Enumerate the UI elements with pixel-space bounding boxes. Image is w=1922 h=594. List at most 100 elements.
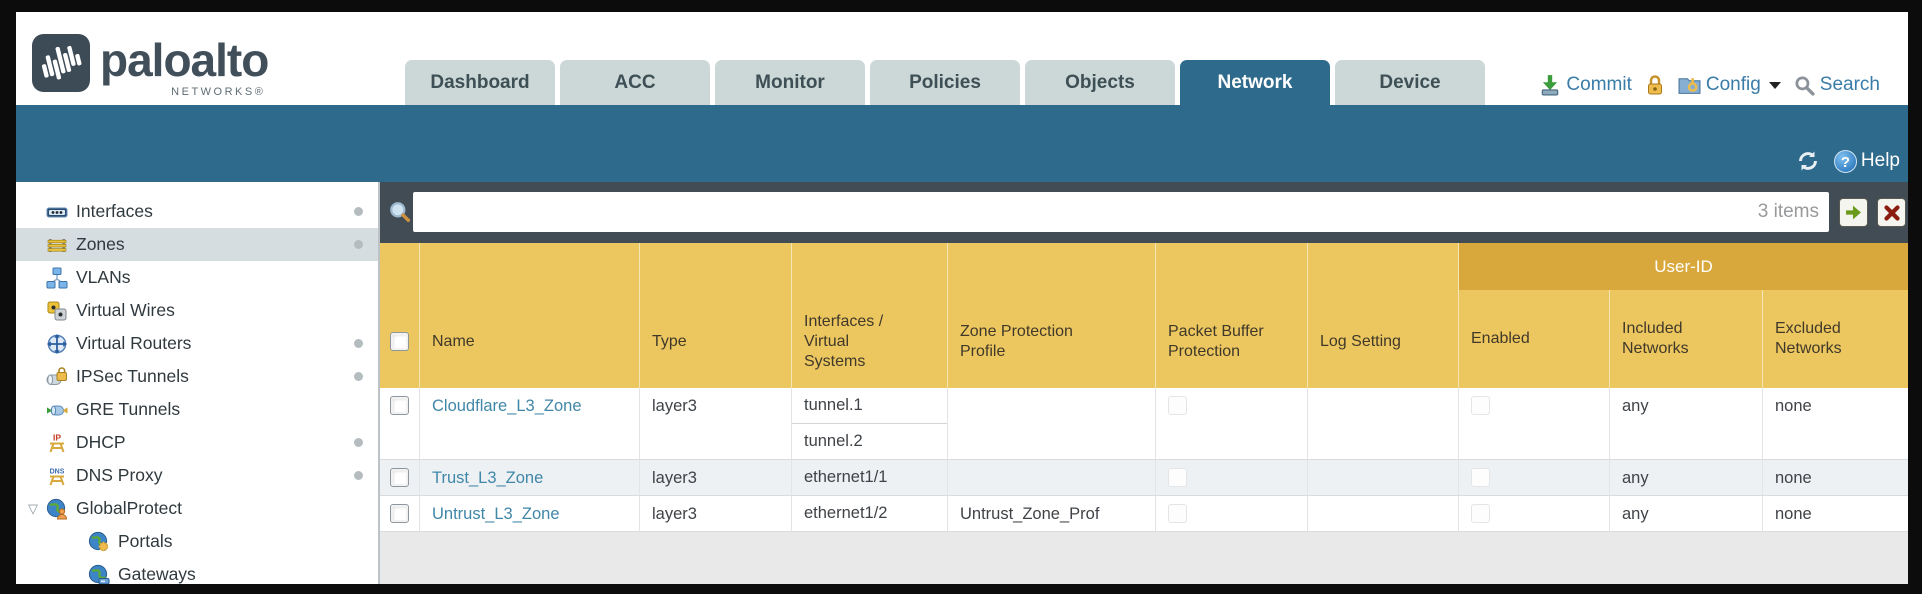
sidebar-item-label: IPSec Tunnels [76,366,189,386]
sidebar-item-dns-proxy[interactable]: DNS DNS Proxy [16,459,378,492]
sidebar-item-label: Zones [76,234,125,254]
sidebar-item-zones[interactable]: Zones [16,228,378,261]
sidebar-item-label: Virtual Routers [76,333,192,353]
sidebar-item-label: DHCP [76,432,126,452]
globalprotect-icon [46,498,68,520]
search-button[interactable]: Search [1794,74,1880,96]
interface-entry: ethernet1/1 [804,468,888,486]
zone-link[interactable]: Cloudflare_L3_Zone [432,397,582,415]
zone-type-cell: layer3 [640,388,792,460]
col-header-interfaces[interactable]: Interfaces / Virtual Systems [792,243,948,388]
filter-toolbar: 3 items [380,182,1908,243]
interfaces-cell: ethernet1/1 [792,460,948,496]
sidebar-item-gre-tunnels[interactable]: GRE Tunnels [16,393,378,426]
col-header-zone-protection-profile[interactable]: Zone Protection Profile [948,243,1156,388]
zone-protection-profile-cell [948,460,1156,496]
portals-icon [88,531,110,553]
commit-button[interactable]: Commit [1539,74,1632,96]
zone-link[interactable]: Trust_L3_Zone [432,469,544,487]
col-header-excluded-networks[interactable]: Excluded Networks [1775,320,1842,357]
items-count: 3 items [1757,201,1819,222]
sidebar-item-vlans[interactable]: VLANs [16,261,378,294]
zone-name-cell: Cloudflare_L3_Zone [420,388,640,460]
select-all-checkbox[interactable] [390,332,409,351]
row-checkbox[interactable] [390,468,409,487]
config-icon [1678,78,1701,94]
tab-dashboard[interactable]: Dashboard [405,60,555,105]
help-button[interactable]: ? Help [1833,149,1900,173]
tab-objects[interactable]: Objects [1025,60,1175,105]
tab-monitor[interactable]: Monitor [715,60,865,105]
tab-acc[interactable]: ACC [560,60,710,105]
table-filler [380,532,1908,584]
table-header: Name Type Interfaces / Virtual Systems Z… [380,243,1908,388]
sidebar-item-gateways[interactable]: Gateways [16,558,378,584]
interface-entry: tunnel.2 [804,432,863,450]
chevron-down-icon [1768,81,1781,89]
search-icon [1795,75,1815,96]
tab-device[interactable]: Device [1335,60,1485,105]
col-header-type[interactable]: Type [640,243,792,388]
included-networks-cell: any [1610,496,1763,532]
row-checkbox[interactable] [390,396,409,415]
paloalto-logo: paloalto NETWORKS® [32,34,269,98]
header-checkbox-cell [380,243,420,388]
sidebar-item-label: DNS Proxy [76,465,163,485]
row-checkbox[interactable] [390,504,409,523]
zone-name-cell: Trust_L3_Zone [420,460,640,496]
included-networks-cell: any [1610,388,1763,460]
refresh-button[interactable] [1796,149,1820,173]
sidebar-item-virtual-wires[interactable]: Virtual Wires [16,294,378,327]
sidebar-item-label: GlobalProtect [76,498,183,518]
sidebar-item-ipsec-tunnels[interactable]: IPSec Tunnels [16,360,378,393]
status-dot [354,471,363,480]
lock-button[interactable] [1645,74,1665,96]
svg-text:DNS: DNS [50,468,65,475]
excluded-networks-cell: none [1763,460,1908,496]
expander-triangle-icon[interactable]: ▽ [28,500,38,516]
interface-entry: ethernet1/2 [804,504,888,522]
log-setting-cell [1308,496,1459,532]
refresh-icon [1798,151,1817,171]
col-header-packet-buffer-protection[interactable]: Packet Buffer Protection [1156,243,1308,388]
virtual-routers-icon [46,333,68,355]
col-header-included-networks[interactable]: Included Networks [1610,290,1763,388]
sidebar-item-label: VLANs [76,267,131,287]
sidebar-item-virtual-routers[interactable]: Virtual Routers [16,327,378,360]
included-networks-cell: any [1610,460,1763,496]
gateways-icon [88,564,110,584]
teal-band: ? Help [16,105,1908,182]
col-header-name[interactable]: Name [420,243,640,388]
sidebar-item-portals[interactable]: Portals [16,525,378,558]
clear-filter-button[interactable] [1877,198,1906,227]
status-dot [354,339,363,348]
row-checkbox-cell [380,388,420,460]
interfaces-cell: ethernet1/2 [792,496,948,532]
zone-name-cell: Untrust_L3_Zone [420,496,640,532]
config-dropdown[interactable]: Config [1678,74,1781,96]
row-checkbox-cell [380,496,420,532]
tab-network[interactable]: Network [1180,60,1330,105]
status-dot [354,207,363,216]
filter-input[interactable] [413,192,1829,232]
packet-buffer-protection-cell [1156,460,1308,496]
col-header-enabled[interactable]: Enabled [1459,290,1610,388]
tab-policies[interactable]: Policies [870,60,1020,105]
apply-filter-button[interactable] [1839,198,1868,227]
sidebar-item-label: GRE Tunnels [76,399,181,419]
dns-proxy-icon: DNS [46,465,68,487]
sidebar-item-interfaces[interactable]: Interfaces [16,195,378,228]
packet-buffer-protection-cell [1156,496,1308,532]
user-id-enabled-cell [1459,496,1610,532]
virtual-wires-icon [46,300,68,322]
sidebar-item-globalprotect[interactable]: ▽ GlobalProtect [16,492,378,525]
col-header-log-setting[interactable]: Log Setting [1308,243,1459,388]
zone-link[interactable]: Untrust_L3_Zone [432,505,560,523]
